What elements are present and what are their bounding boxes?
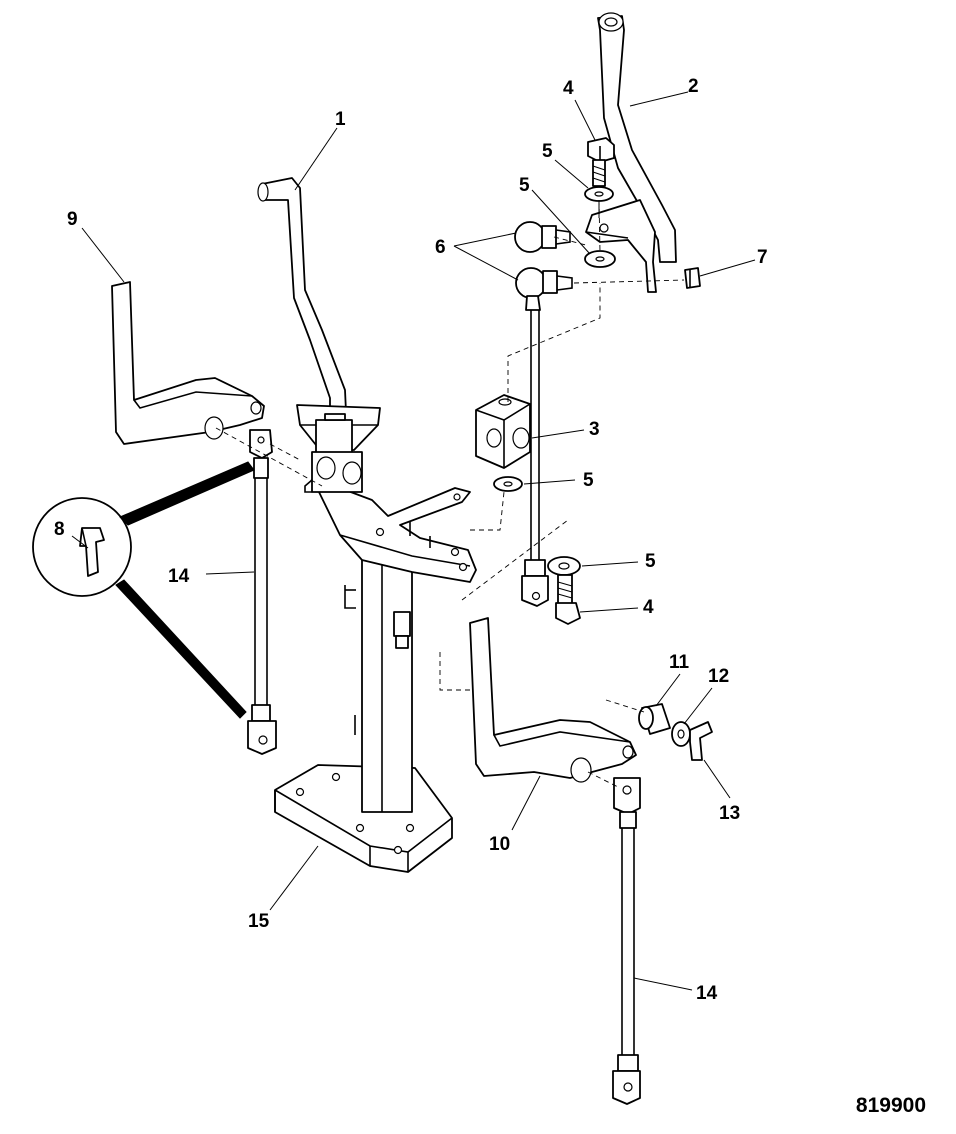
callout-5-top: 5	[542, 141, 553, 162]
bolt-top	[587, 137, 615, 187]
lever-1	[257, 177, 381, 493]
clip-detail-8	[32, 461, 255, 719]
block-3	[475, 394, 531, 469]
callout-8: 8	[54, 519, 65, 540]
assembly-lines	[215, 199, 685, 789]
pedal-arm-9	[111, 281, 265, 445]
callout-5-lower: 5	[645, 551, 656, 572]
vertical-rod	[521, 310, 549, 607]
callout-3: 3	[589, 419, 600, 440]
washers-top	[584, 186, 616, 268]
callout-9: 9	[67, 209, 78, 230]
callout-5-block: 5	[583, 470, 594, 491]
callout-5-mid: 5	[519, 175, 530, 196]
ball-joints	[514, 221, 573, 311]
pivot-bracket	[317, 487, 477, 583]
rod-14-right	[612, 777, 641, 1105]
callout-13: 13	[719, 803, 741, 824]
callout-12: 12	[708, 666, 730, 687]
callout-14-right: 14	[696, 983, 718, 1004]
callout-14-left: 14	[168, 566, 190, 587]
rod-14-left	[247, 429, 277, 755]
callout-2: 2	[688, 76, 699, 97]
callout-4-top: 4	[563, 78, 574, 99]
washer-under-block-hole	[503, 481, 513, 487]
callout-10: 10	[489, 834, 511, 855]
callout-6: 6	[435, 237, 446, 258]
bush-washer-clip	[638, 703, 713, 761]
nut-7	[684, 267, 701, 289]
callout-15: 15	[248, 911, 270, 932]
pedal-arm-10	[469, 617, 637, 783]
figure-number: 819900	[855, 1094, 926, 1117]
callout-11: 11	[669, 652, 690, 673]
callout-1: 1	[335, 109, 346, 130]
bolt-lower	[547, 556, 581, 625]
callout-4-lower: 4	[643, 597, 654, 618]
base-pedestal	[274, 559, 453, 873]
leader-lines	[71, 91, 756, 991]
lever-2	[585, 12, 677, 293]
callout-7: 7	[757, 247, 768, 268]
